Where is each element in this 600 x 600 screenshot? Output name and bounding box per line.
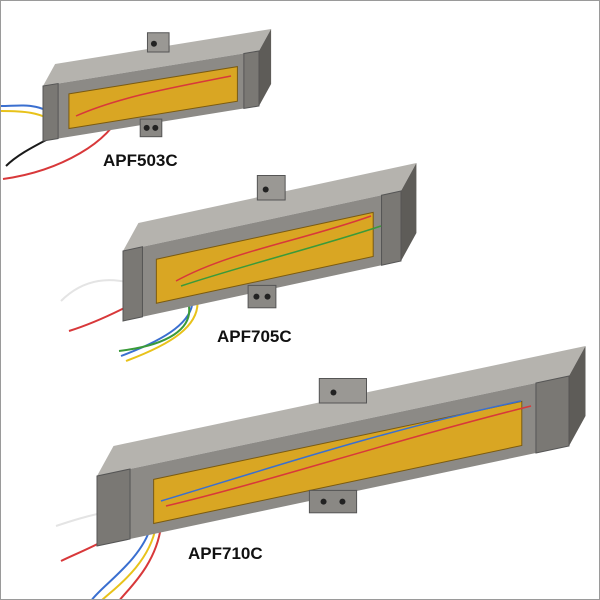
apf503c-end-block [42, 82, 59, 142]
apf705c-end-block [122, 246, 143, 322]
label-apf503c: APF503C [103, 151, 178, 170]
apf710c-wire [101, 525, 157, 599]
apf705c-end-block [381, 190, 402, 266]
internal-lead-wire [180, 225, 382, 287]
label-apf710c: APF710C [188, 544, 263, 563]
apf503c-top-clamp [146, 32, 170, 53]
apf705c-top-face [123, 163, 417, 251]
apf710c-screw-hole [330, 389, 337, 396]
apf710c-end-face [569, 346, 586, 446]
apf503c-screw-hole [152, 124, 159, 131]
apf705c-top-clamp [256, 175, 286, 201]
apf503c-end-face [259, 29, 272, 106]
apf710c-end-block [535, 375, 570, 454]
internal-lead-wire [160, 400, 522, 502]
apf710c-wire [91, 525, 152, 599]
apf705c-screw-hole [253, 293, 260, 300]
apf710c-screw-hole [320, 498, 327, 505]
apf705c-end-face [401, 163, 417, 261]
apf503c-bottom-clamp [139, 118, 163, 138]
apf710c-top-clamp [318, 378, 367, 404]
apf710c-top-face [97, 346, 586, 476]
apf503c-top-face [43, 29, 272, 86]
apf710c-end-block [96, 468, 131, 547]
apf710c-wire [119, 525, 162, 599]
apf705c-wire [118, 295, 191, 352]
internal-lead-wire [75, 75, 232, 117]
apf503c-kapton-window [68, 66, 238, 130]
internal-lead-wire [165, 405, 532, 507]
apf705c-screw-hole [262, 186, 269, 193]
apf503c-screw-hole [150, 40, 157, 47]
apf705c-bottom-clamp [247, 284, 277, 309]
apf710c-bottom-clamp [308, 489, 358, 514]
apf503c-screw-hole [143, 124, 150, 131]
label-apf705c: APF705C [217, 327, 292, 346]
apf705c-kapton-window [155, 211, 374, 304]
apf710c-kapton-window [153, 400, 523, 525]
internal-lead-wire [175, 215, 372, 282]
apf710c-screw-hole [339, 498, 346, 505]
apf503c-end-block [243, 50, 260, 110]
apf705c-screw-hole [264, 293, 271, 300]
